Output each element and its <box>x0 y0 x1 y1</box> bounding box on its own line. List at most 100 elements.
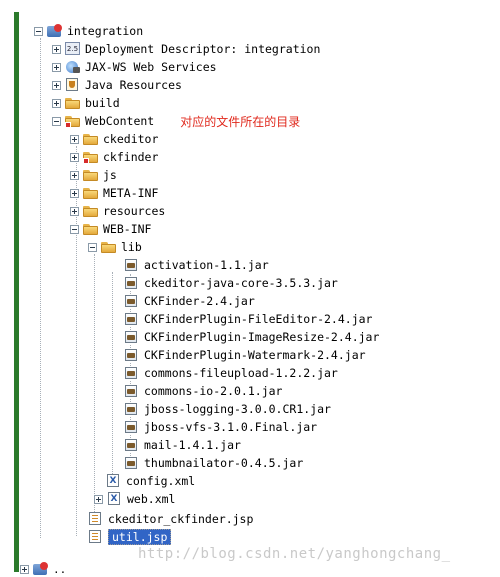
tree-item-deployment-descriptor[interactable]: Deployment Descriptor: integration <box>52 40 320 58</box>
tree-item-label: jboss-vfs-3.1.0.Final.jar <box>144 420 318 434</box>
tree-item-jar[interactable]: thumbnailator-0.4.5.jar <box>124 454 303 472</box>
left-edge-bar <box>14 12 19 572</box>
tree-item-ckeditor[interactable]: ckeditor <box>70 130 158 148</box>
expand-toggle-icon[interactable] <box>52 44 61 54</box>
tree-item-label: WEB-INF <box>103 222 152 236</box>
annotation-text: 对应的文件所在的目录 <box>180 114 301 129</box>
tree-item-label: META-INF <box>103 186 159 200</box>
watermark-text: http://blog.csdn.net/yanghongchang_ <box>138 546 451 562</box>
web-project-icon <box>47 24 63 38</box>
jar-file-icon <box>124 402 140 416</box>
tree-item-label: JAX-WS Web Services <box>85 60 217 74</box>
expand-toggle-icon[interactable] <box>52 62 61 72</box>
tree-item-label: thumbnailator-0.4.5.jar <box>144 456 304 470</box>
expand-toggle-icon[interactable] <box>20 564 29 574</box>
tree-item-jar[interactable]: jboss-logging-3.0.0.CR1.jar <box>124 400 331 418</box>
expand-toggle-icon[interactable] <box>52 98 61 108</box>
jar-file-icon <box>124 348 140 362</box>
jar-file-icon <box>124 366 140 380</box>
tree-item-jar[interactable]: jboss-vfs-3.1.0.Final.jar <box>124 418 317 436</box>
folder-open-icon <box>83 222 99 236</box>
jar-file-icon <box>124 258 140 272</box>
tree-item-label: .. <box>53 562 67 576</box>
collapse-toggle-icon[interactable] <box>34 26 43 36</box>
tree-guide-line <box>112 272 113 482</box>
tree-item-webcontent[interactable]: WebContent 对应的文件所在的目录 <box>52 112 300 130</box>
expand-toggle-icon[interactable] <box>70 188 79 198</box>
tree-item-jar[interactable]: commons-fileupload-1.2.2.jar <box>124 364 338 382</box>
jar-file-icon <box>124 276 140 290</box>
tree-item-jar[interactable]: commons-io-2.0.1.jar <box>124 382 282 400</box>
tree-item-label: CKFinderPlugin-Watermark-2.4.jar <box>144 348 366 362</box>
collapse-toggle-icon[interactable] <box>88 242 97 252</box>
tree-item-label: activation-1.1.jar <box>144 258 269 272</box>
tree-item-partial[interactable]: .. <box>20 562 66 576</box>
tree-guide-line <box>40 38 41 538</box>
java-resources-icon <box>65 78 81 92</box>
project-explorer-panel: integration Deployment Descriptor: integ… <box>14 12 498 572</box>
tree-item-lib[interactable]: lib <box>88 238 142 256</box>
jar-file-icon <box>124 294 140 308</box>
tree-item-label: jboss-logging-3.0.0.CR1.jar <box>144 402 331 416</box>
tree-item-web-inf[interactable]: WEB-INF <box>70 220 151 238</box>
expand-toggle-icon[interactable] <box>70 152 79 162</box>
tree-item-label: Java Resources <box>85 78 182 92</box>
tree-item-label: ckeditor_ckfinder.jsp <box>108 512 254 526</box>
tree-item-jar[interactable]: CKFinder-2.4.jar <box>124 292 255 310</box>
jsp-file-icon <box>88 512 104 526</box>
tree-item-resources[interactable]: resources <box>70 202 165 220</box>
tree-item-java-resources[interactable]: Java Resources <box>52 76 182 94</box>
tree-guide-line <box>94 254 95 514</box>
tree-item-label-selected: util.jsp <box>108 529 172 545</box>
tree-item-label: integration <box>67 24 144 38</box>
jsp-file-icon <box>88 530 104 544</box>
folder-icon <box>65 96 81 110</box>
jar-file-icon <box>124 384 140 398</box>
tree-item-jar[interactable]: mail-1.4.1.jar <box>124 436 241 454</box>
tree-item-ckeditor-ckfinder-jsp[interactable]: ckeditor_ckfinder.jsp <box>88 510 253 528</box>
tree-item-integration[interactable]: integration <box>34 22 143 40</box>
jar-file-icon <box>124 420 140 434</box>
tree-item-label: mail-1.4.1.jar <box>144 438 241 452</box>
tree-item-meta-inf[interactable]: META-INF <box>70 184 158 202</box>
tree-item-label: js <box>103 168 117 182</box>
tree-item-label: commons-io-2.0.1.jar <box>144 384 283 398</box>
tree-item-jax-ws[interactable]: JAX-WS Web Services <box>52 58 217 76</box>
tree-item-util-jsp[interactable]: util.jsp <box>88 528 172 546</box>
tree-item-label: ckeditor <box>103 132 159 146</box>
webcontent-folder-icon <box>65 114 81 128</box>
tree-item-jar[interactable]: ckeditor-java-core-3.5.3.jar <box>124 274 338 292</box>
tree-item-jar[interactable]: activation-1.1.jar <box>124 256 269 274</box>
web-services-icon <box>65 60 81 74</box>
tree-guide-line <box>76 146 77 536</box>
tree-item-label: CKFinderPlugin-ImageResize-2.4.jar <box>144 330 380 344</box>
tree-item-label: commons-fileupload-1.2.2.jar <box>144 366 338 380</box>
expand-toggle-icon[interactable] <box>94 494 103 504</box>
folder-icon <box>83 204 99 218</box>
tree-item-config-xml[interactable]: config.xml <box>106 472 195 490</box>
tree-item-jar[interactable]: CKFinderPlugin-ImageResize-2.4.jar <box>124 328 379 346</box>
tree-item-label: Deployment Descriptor: integration <box>85 42 321 56</box>
expand-toggle-icon[interactable] <box>70 170 79 180</box>
expand-toggle-icon[interactable] <box>70 206 79 216</box>
tree-item-label: config.xml <box>126 474 196 488</box>
tree-item-js[interactable]: js <box>70 166 117 184</box>
tree-item-jar[interactable]: CKFinderPlugin-FileEditor-2.4.jar <box>124 310 372 328</box>
tree-item-build[interactable]: build <box>52 94 120 112</box>
collapse-toggle-icon[interactable] <box>52 116 61 126</box>
tree-item-label: CKFinderPlugin-FileEditor-2.4.jar <box>144 312 373 326</box>
tree-item-label: resources <box>103 204 166 218</box>
tree-item-ckfinder[interactable]: ckfinder <box>70 148 158 166</box>
tree-item-jar[interactable]: CKFinderPlugin-Watermark-2.4.jar <box>124 346 366 364</box>
tree-item-label: ckeditor-java-core-3.5.3.jar <box>144 276 338 290</box>
jar-file-icon <box>124 456 140 470</box>
collapse-toggle-icon[interactable] <box>70 224 79 234</box>
xml-file-icon <box>106 474 122 488</box>
tree-item-web-xml[interactable]: web.xml <box>94 490 175 508</box>
tree-item-label: CKFinder-2.4.jar <box>144 294 255 308</box>
tree-item-label: web.xml <box>127 492 176 506</box>
folder-open-icon <box>101 240 117 254</box>
jar-file-icon <box>124 438 140 452</box>
expand-toggle-icon[interactable] <box>70 134 79 144</box>
expand-toggle-icon[interactable] <box>52 80 61 90</box>
